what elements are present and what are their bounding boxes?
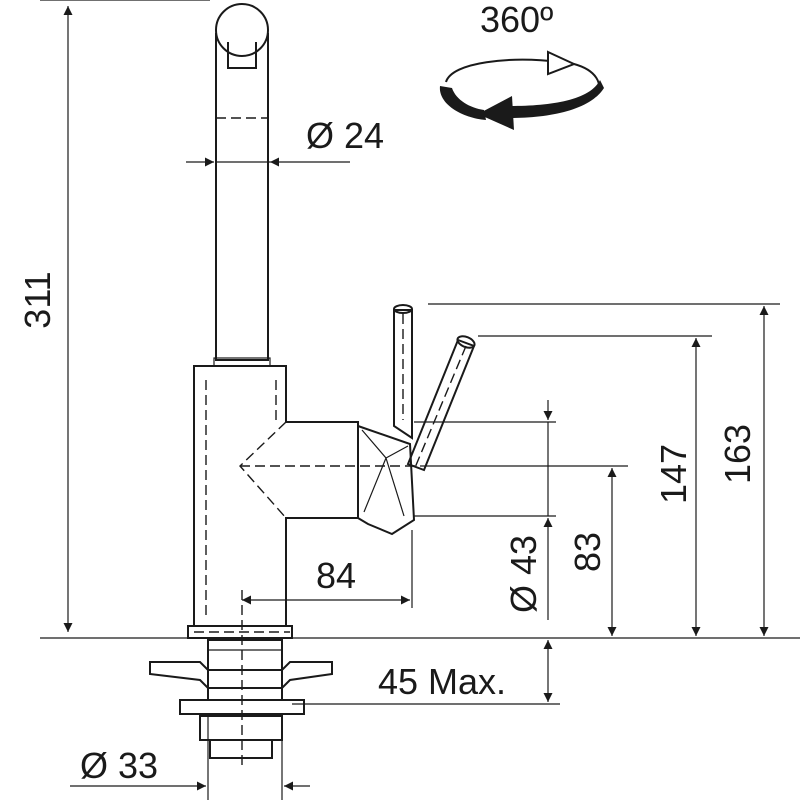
- dim-spout-reach: 84: [242, 530, 413, 608]
- connector-upper: [199, 715, 283, 741]
- spout-tip: [215, 3, 269, 57]
- dim-label-83: 83: [567, 532, 608, 572]
- dim-label-311: 311: [17, 271, 58, 328]
- dim-body-diameter: Ø 43: [414, 400, 556, 620]
- lever-closed: [393, 309, 413, 440]
- spout-tip-outlet: [227, 42, 257, 69]
- mounting-bracket: [149, 661, 333, 689]
- dim-spout-diameter: Ø 24: [186, 115, 384, 167]
- lever-open: [406, 338, 476, 472]
- dim-total-height: 311: [17, 0, 800, 639]
- dim-mount-thickness: 45 Max.: [292, 640, 560, 705]
- handle-hub: [357, 425, 416, 536]
- rotation-label: 360º: [480, 0, 553, 40]
- dim-handle-height: 83: [420, 465, 628, 636]
- rotation-arrow-top: [445, 58, 561, 83]
- dim-base-diameter: Ø 33: [70, 716, 310, 800]
- dim-label-body-diameter: Ø 43: [503, 535, 544, 613]
- dim-label-45-max: 45 Max.: [378, 661, 506, 702]
- rotation-arrow-bottom: [439, 86, 486, 120]
- rotation-indicator: 360º: [439, 0, 604, 130]
- dim-label-163: 163: [717, 424, 758, 484]
- faucet-outline: [149, 3, 476, 770]
- dim-handle-tip-height: 147: [478, 335, 712, 636]
- spout-tube: [215, 33, 269, 361]
- dim-lever-height: 163: [428, 303, 780, 636]
- dim-label-147: 147: [653, 444, 694, 504]
- dim-label-spout-diameter: Ø 24: [306, 115, 384, 156]
- dim-label-84: 84: [316, 555, 356, 596]
- dim-label-base-diameter: Ø 33: [80, 745, 158, 786]
- connector-lower: [209, 739, 273, 759]
